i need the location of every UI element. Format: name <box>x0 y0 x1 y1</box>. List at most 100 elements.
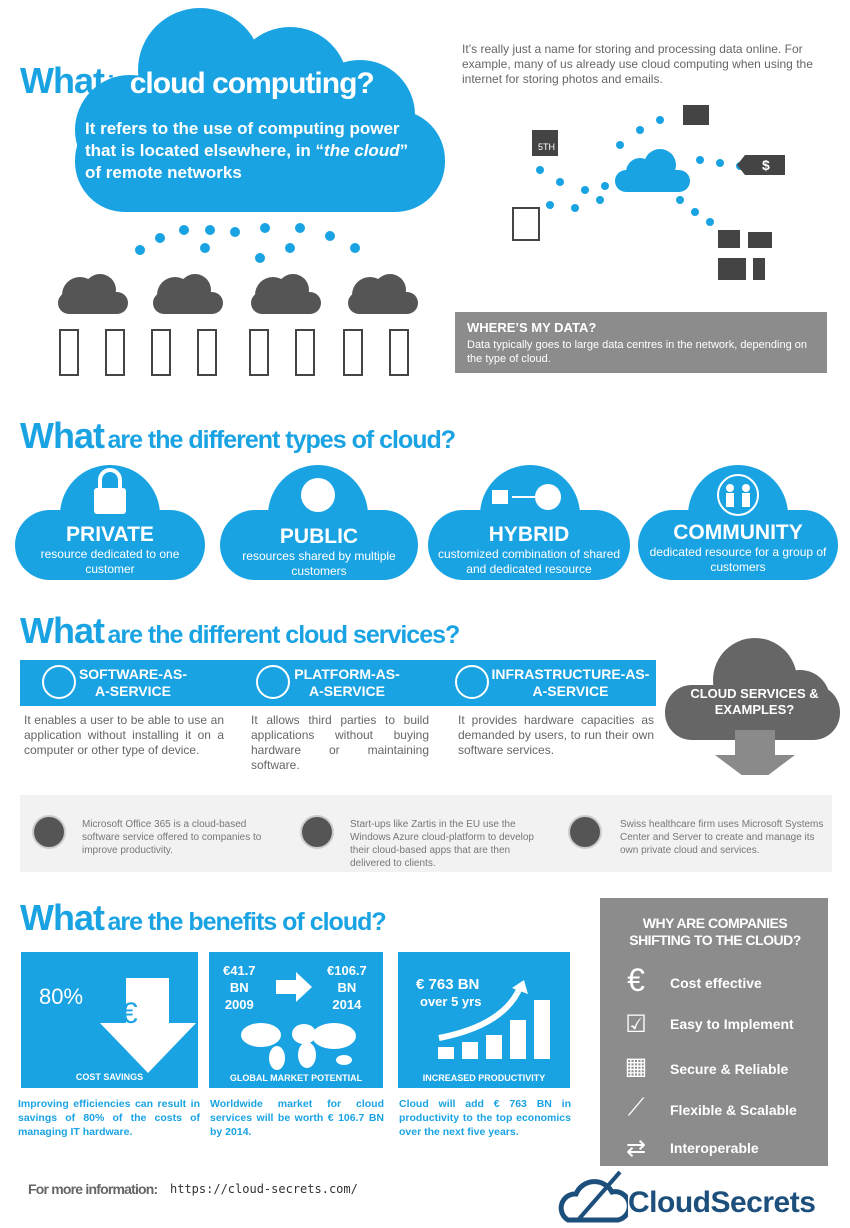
connection-dots <box>135 116 744 263</box>
t2: A-SERVICE <box>95 683 171 699</box>
v: €106.7 <box>327 963 367 978</box>
heading-what: What <box>20 610 105 651</box>
service-iaas-desc: It provides hardware capacities as deman… <box>458 713 654 757</box>
example-text: Start-ups like Zartis in the EU use the … <box>350 819 534 869</box>
benefit-caption: Improving efficiencies can result in sav… <box>18 1098 200 1138</box>
down-arrow-icon <box>100 978 196 1073</box>
infrastructure-icon <box>455 665 489 699</box>
t1: PLATFORM-AS- <box>294 666 400 682</box>
intro-title: What is cloud computing? <box>20 60 375 102</box>
y: 2014 <box>332 997 362 1012</box>
device-icons <box>512 105 785 280</box>
services-bar <box>20 660 656 706</box>
tablet-icon <box>718 258 746 280</box>
subtitle-line: It refers to the use of computing power <box>85 119 400 138</box>
dollar-label: $ <box>762 157 770 173</box>
intro-side-text: It’s really just a name for storing and … <box>462 42 813 86</box>
big-cloud-shape <box>75 8 445 212</box>
heading-what: What <box>20 897 105 938</box>
types-heading: What are the different types of cloud? <box>20 415 456 457</box>
service-saas-desc: It enables a user to be able to use an a… <box>24 713 224 757</box>
down-arrow-icon <box>715 730 795 775</box>
office-icon <box>32 815 66 849</box>
why-panel <box>600 898 828 1166</box>
calendar-label: 5TH <box>538 142 555 152</box>
type-desc: dedicated resource for a group of custom… <box>649 545 827 574</box>
example-text: Microsoft Office 365 is a cloud-based so… <box>82 819 262 856</box>
services-heading: What are the different cloud services? <box>20 610 460 652</box>
benefit-label: GLOBAL MARKET POTENTIAL <box>229 1073 363 1083</box>
logo-b: Secrets <box>710 1186 816 1219</box>
cloud-services-cloud <box>665 638 840 775</box>
globe-small-icon <box>535 484 561 510</box>
why-item: Easy to Implement <box>670 1016 794 1032</box>
cloudsecrets-logo-icon <box>558 1170 628 1223</box>
small-cloud-icon <box>615 149 690 192</box>
footer-link[interactable]: https://cloud-secrets.com/ <box>170 1182 358 1196</box>
benefit-label: INCREASED PRODUCTIVITY <box>422 1073 546 1083</box>
intro-subtitle: It refers to the use of computing power … <box>85 118 408 184</box>
service-saas-title: SOFTWARE-AS-A-SERVICE <box>78 666 188 700</box>
people-icon <box>717 474 759 516</box>
platform-icon <box>256 665 290 699</box>
why-title: WHY ARE COMPANIES SHIFTING TO THE CLOUD? <box>629 915 801 948</box>
type-title: PUBLIC <box>279 525 359 548</box>
benefit-value: € 763 BN <box>416 976 480 993</box>
padlock-icon <box>94 488 126 514</box>
benefit-caption: Cloud will add € 763 BN in productivity … <box>399 1098 571 1138</box>
growth-chart-icon <box>438 980 550 1059</box>
line-chart-icon: ⟋ <box>627 1094 645 1121</box>
y: 2009 <box>224 997 254 1012</box>
title-is: is <box>107 71 127 99</box>
calendar-icon <box>532 130 558 156</box>
why-item: Flexible & Scalable <box>670 1102 797 1118</box>
type-clouds <box>15 465 838 580</box>
right-arrow-icon <box>276 972 312 1002</box>
cloudsecrets-logo-text: CloudSecrets <box>628 1186 816 1220</box>
t1: INFRASTRUCTURE-AS- <box>491 666 650 682</box>
price-tag-icon <box>737 155 785 175</box>
subtitle-part: that is located elsewhere, in “ <box>85 141 325 160</box>
why-item: Cost effective <box>670 975 762 991</box>
u: BN <box>337 980 357 995</box>
u: BN <box>229 980 249 995</box>
benefit-productivity: € 763 BN over 5 yrs INCREASED PRODUCTIVI… <box>398 952 570 1088</box>
benefits-heading: What are the benefits of cloud? <box>20 897 387 939</box>
server-racks <box>59 329 409 376</box>
title-rest: cloud computing? <box>129 67 375 100</box>
heading-rest: are the different types of cloud? <box>107 426 456 454</box>
checklist-icon: ☑ <box>625 1011 647 1038</box>
why-item: Secure & Reliable <box>670 1061 789 1077</box>
benefit-caption: Worldwide market for cloud services will… <box>210 1098 384 1138</box>
software-icon <box>42 665 76 699</box>
subtitle-part: ” <box>399 141 409 160</box>
t2: A-SERVICE <box>532 683 609 699</box>
window-gears-icon <box>568 815 602 849</box>
where-data-box: WHERE’S MY DATA? Data typically goes to … <box>455 312 827 373</box>
service-paas-desc: It allows third parties to build applica… <box>251 713 429 772</box>
subtitle-line: of remote networks <box>85 163 242 182</box>
server-clouds <box>58 274 418 314</box>
type-desc: customized combination of shared and ded… <box>437 547 621 576</box>
document-icon <box>512 207 540 241</box>
where-text: Data typically goes to large data centre… <box>467 339 807 365</box>
world-map-icon <box>241 1023 356 1070</box>
type-desc: resource dedicated to one customer <box>40 547 180 576</box>
lock-small-icon <box>492 490 508 504</box>
globe-icon <box>301 478 335 512</box>
type-title: COMMUNITY <box>673 521 803 544</box>
benefit-value: 80% <box>39 984 84 1009</box>
type-desc: resources shared by multiple customers <box>242 549 396 578</box>
phone-icon <box>753 258 765 280</box>
type-title: HYBRID <box>488 523 570 546</box>
type-title: PRIVATE <box>66 523 154 546</box>
euro-icon: € <box>627 962 645 998</box>
heading-rest: are the benefits of cloud? <box>107 908 386 936</box>
monitor-icon <box>718 230 740 248</box>
